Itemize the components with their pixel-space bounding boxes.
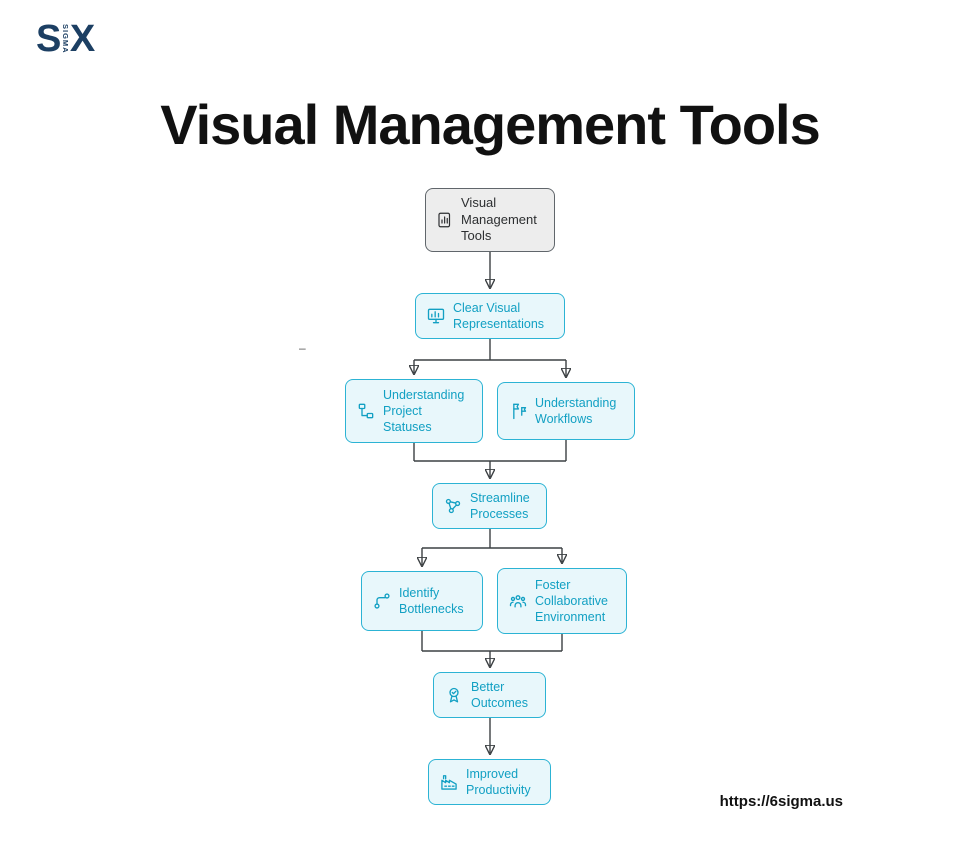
flow-node-label: Identify Bottlenecks	[399, 586, 464, 616]
flow-node-label: Clear Visual Representations	[453, 301, 545, 331]
flow-node-improved-productivity: Improved Productivity	[428, 759, 551, 805]
flow-node-label: Better Outcomes	[471, 680, 528, 710]
flow-node-clear-visual-representations: Clear Visual Representations	[415, 293, 565, 339]
flow-node-understanding-project-statuses: Understanding Project Statuses	[345, 379, 483, 443]
factory-icon	[439, 772, 459, 792]
flow-node-streamline-processes: Streamline Processes	[432, 483, 547, 529]
branch-path-icon	[372, 591, 392, 611]
network-nodes-icon	[443, 496, 463, 516]
monitor-chart-icon	[426, 306, 446, 326]
six-sigma-logo: S SIGMA X	[36, 18, 95, 60]
logo-sigma-text: SIGMA	[60, 24, 70, 54]
flow-node-label: Foster Collaborative Environment	[535, 578, 608, 624]
footer-website-link[interactable]: https://6sigma.us	[719, 793, 843, 810]
stray-dash-mark: –	[299, 341, 306, 355]
page-title: Visual Management Tools	[160, 93, 821, 156]
award-medal-icon	[444, 685, 464, 705]
flow-node-identify-bottlenecks: Identify Bottlenecks	[361, 571, 483, 631]
flow-node-label: Streamline Processes	[470, 491, 530, 521]
flow-node-understanding-workflows: Understanding Workflows	[497, 382, 635, 440]
flow-node-foster-collaborative-environment: Foster Collaborative Environment	[497, 568, 627, 634]
flow-node-label: Understanding Project Statuses	[383, 388, 465, 434]
logo-letter-x: X	[69, 18, 95, 60]
people-group-icon	[508, 591, 528, 611]
bar-chart-board-icon	[436, 211, 454, 229]
flow-node-label: Visual Management Tools	[461, 195, 537, 244]
logo-letter-s: S	[36, 18, 61, 60]
flow-blocks-icon	[356, 401, 376, 421]
flow-node-label: Improved Productivity	[466, 767, 531, 797]
flow-node-visual-management-tools: Visual Management Tools	[425, 188, 555, 252]
flags-icon	[508, 401, 528, 421]
flow-node-label: Understanding Workflows	[535, 396, 617, 426]
flow-node-better-outcomes: Better Outcomes	[433, 672, 546, 718]
